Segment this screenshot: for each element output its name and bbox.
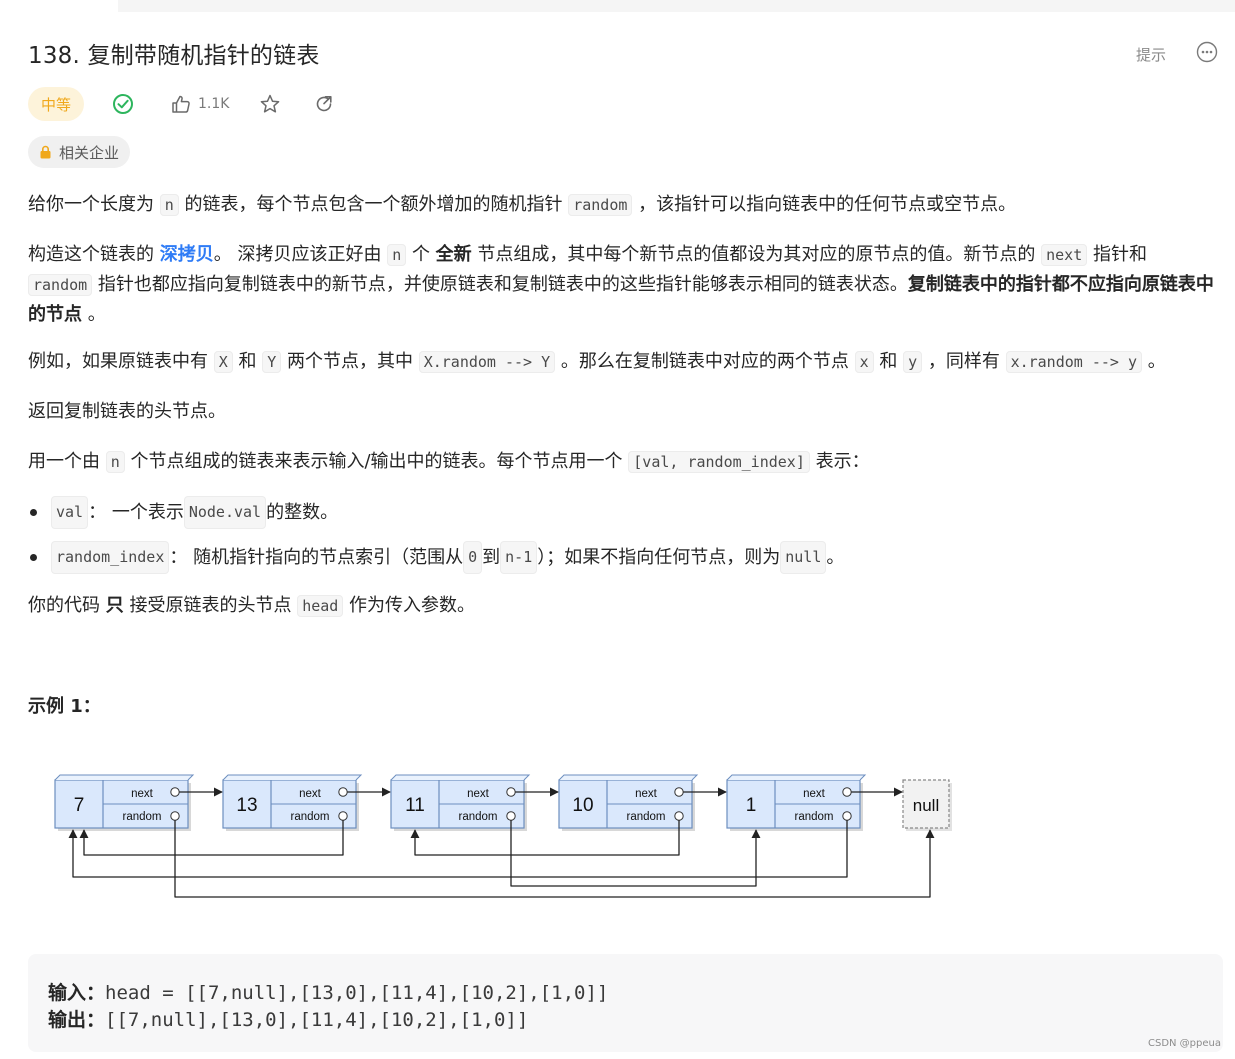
next-field-label: next: [803, 788, 826, 800]
example-output: 输出：[[7,null],[13,0],[11,4],[10,2],[1,0]]: [48, 1009, 529, 1031]
next-field-label: next: [635, 788, 658, 800]
node-value: 11: [405, 795, 425, 816]
more-options-icon[interactable]: [1196, 41, 1218, 63]
node-value: 13: [236, 795, 257, 816]
next-field-label: next: [299, 788, 322, 800]
null-label: null: [913, 796, 939, 815]
random-arrow: [79, 820, 344, 856]
list-item: random_index： 随机指针指向的节点索引（范围从 0 到 n-1）；如…: [28, 541, 844, 574]
list-node: 1 next random: [726, 774, 867, 831]
inline-code: random: [568, 194, 633, 216]
random-arrow: [174, 820, 935, 898]
node-value: 7: [74, 795, 85, 816]
example-input: 输入：head = [[7,null],[13,0],[11,4],[10,2]…: [48, 982, 609, 1004]
bullet-dot: [30, 509, 37, 516]
random-field-label: random: [795, 811, 834, 823]
solved-check-icon: [112, 93, 134, 115]
description-p4: 返回复制链表的头节点。: [28, 401, 226, 422]
random-field-label: random: [459, 811, 498, 823]
random-field-label: random: [123, 811, 162, 823]
problem-toolbar: 中等 1.1K: [28, 87, 335, 121]
description-p1: 给你一个长度为 n 的链表，每个节点包含一个额外增加的随机指针 random ，…: [28, 194, 1017, 216]
share-icon[interactable]: [313, 93, 335, 115]
related-companies-label: 相关企业: [59, 143, 120, 162]
node-value: 1: [746, 795, 757, 816]
bullet-dot: [30, 554, 37, 561]
description-p6: 你的代码 只 接受原链表的头节点 head 作为传入参数。: [28, 595, 476, 617]
list-node: 10 next random: [558, 774, 699, 831]
description-p2: 构造这个链表的 深拷贝。 深拷贝应该正好由 n 个 全新 节点组成，其中每个新节…: [28, 244, 1214, 325]
difficulty-badge: 中等: [28, 87, 85, 121]
like-button[interactable]: 1.1K: [170, 93, 229, 115]
random-field-label: random: [291, 811, 330, 823]
description-p5: 用一个由 n 个节点组成的链表来表示输入/输出中的链表。每个节点用一个 [val…: [28, 451, 870, 473]
random-arrow: [68, 820, 848, 878]
example-box: 输入：head = [[7,null],[13,0],[11,4],[10,2]…: [28, 954, 1223, 1052]
inline-code: n: [159, 194, 179, 216]
like-count: 1.1K: [198, 96, 230, 112]
null-node: null: [902, 779, 952, 831]
list-node: 7 next random: [54, 774, 195, 831]
star-icon[interactable]: [259, 93, 281, 115]
related-companies-tag[interactable]: 相关企业: [28, 136, 131, 168]
node-value: 10: [572, 795, 593, 816]
linked-list-diagram: 7 next random 13 next random 11 next random 10 nex…: [54, 774, 952, 898]
random-arrow: [410, 820, 680, 856]
problem-title: 138. 复制带随机指针的链表: [28, 43, 320, 69]
list-node: 13 next random: [222, 774, 363, 831]
next-field-label: next: [131, 788, 154, 800]
list-item: val： 一个表示 Node.val 的整数。: [28, 496, 338, 529]
lock-icon: [40, 145, 51, 159]
deep-copy-link[interactable]: 深拷贝: [159, 244, 214, 265]
example-title: 示例 1：: [28, 696, 101, 717]
next-field-label: next: [467, 788, 490, 800]
random-arrow: [510, 820, 761, 887]
top-bar: [118, 0, 1235, 12]
thumbs-up-icon: [172, 95, 190, 113]
list-node: 11 next random: [390, 774, 531, 831]
random-field-label: random: [627, 811, 666, 823]
hint-button[interactable]: 提示: [1136, 46, 1167, 64]
description-p3: 例如，如果原链表中有 X 和 Y 两个节点，其中 X.random --> Y …: [28, 351, 1166, 373]
watermark: CSDN @ppeua: [1147, 1038, 1221, 1049]
